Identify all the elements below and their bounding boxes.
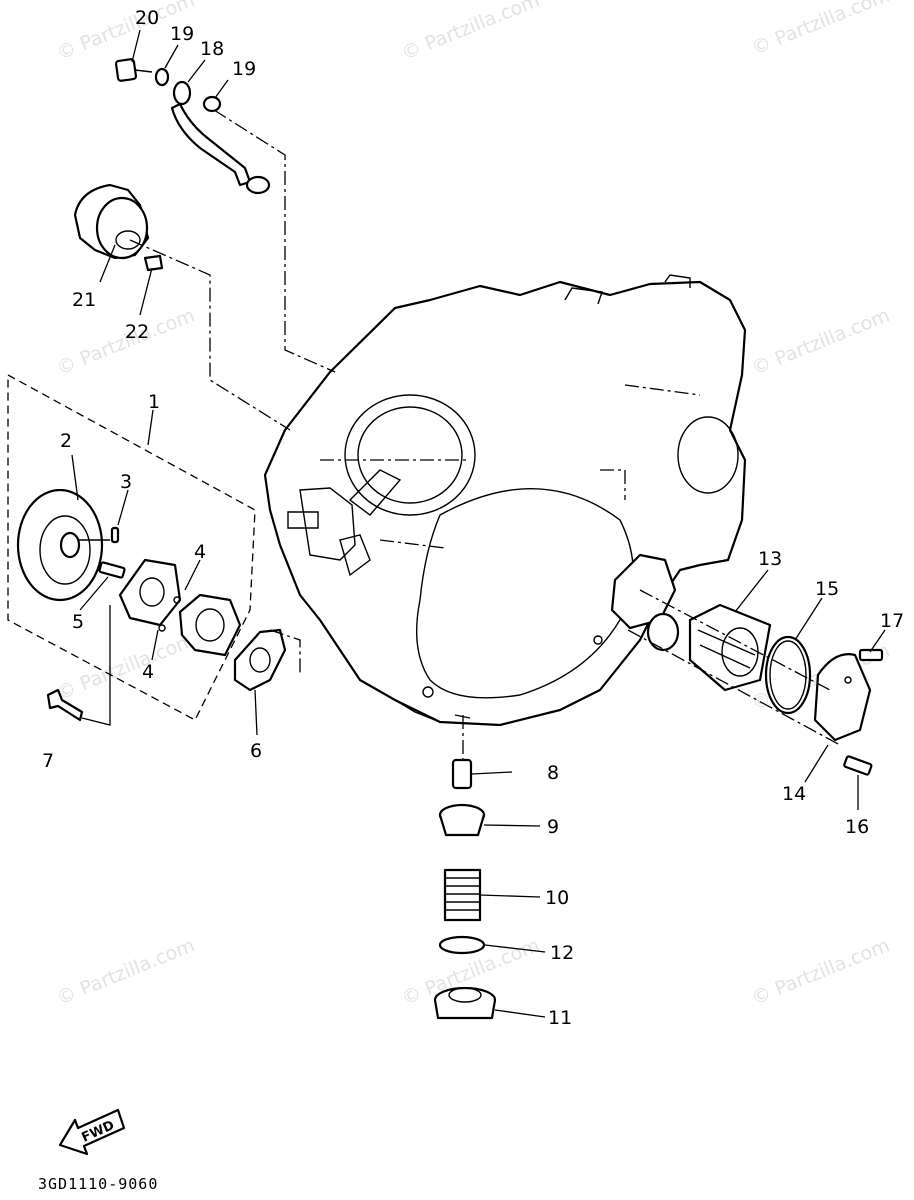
callout-8: 8: [547, 762, 559, 784]
callout-15: 15: [815, 578, 839, 600]
drain-plug-assembly: [433, 715, 497, 1020]
crankcase: [263, 274, 747, 727]
watermark: © Partzilla.com: [749, 0, 893, 60]
pump-gasket: [233, 628, 287, 692]
callout-12: 12: [550, 942, 574, 964]
callout-19: 19: [170, 23, 194, 45]
callout-19: 19: [232, 58, 256, 80]
callout-20: 20: [135, 7, 159, 29]
callout-22: 22: [125, 321, 149, 343]
watermark: © Partzilla.com: [54, 629, 198, 704]
callout-5: 5: [72, 611, 84, 633]
callout-3: 3: [120, 471, 132, 493]
callout-4: 4: [194, 541, 206, 563]
gasket-hole: [249, 647, 271, 673]
callout-6: 6: [250, 740, 262, 762]
callout-16: 16: [845, 816, 869, 838]
callout-7: 7: [42, 750, 54, 772]
callout-4: 4: [142, 661, 154, 683]
diagram-code: 3GD1110-9060: [38, 1175, 158, 1193]
fwd-arrow: FWD: [58, 1108, 126, 1156]
callout-14: 14: [782, 783, 806, 805]
oil-pipe-assembly: [114, 58, 336, 373]
crank-gear-assembly: [73, 183, 291, 431]
leader-lines: [71, 29, 886, 1018]
callout-11: 11: [548, 1007, 572, 1029]
pump-bolt: [46, 688, 84, 722]
oil-pump-group: [7, 373, 256, 721]
watermark: © Partzilla.com: [749, 934, 893, 1009]
callout-10: 10: [545, 887, 569, 909]
callout-2: 2: [60, 430, 72, 452]
callout-17: 17: [880, 610, 904, 632]
callouts: 20 19 18 19 21 22 1 2 3 4 5 4 6 7 8 9 10…: [42, 7, 904, 1029]
callout-18: 18: [200, 38, 224, 60]
oil-filter-assembly: [610, 553, 884, 776]
callout-1: 1: [148, 391, 160, 413]
watermark: © Partzilla.com: [399, 0, 543, 65]
callout-9: 9: [547, 816, 559, 838]
callout-13: 13: [758, 548, 782, 570]
watermark: © Partzilla.com: [749, 304, 893, 379]
watermark: © Partzilla.com: [54, 934, 198, 1009]
callout-21: 21: [72, 289, 96, 311]
